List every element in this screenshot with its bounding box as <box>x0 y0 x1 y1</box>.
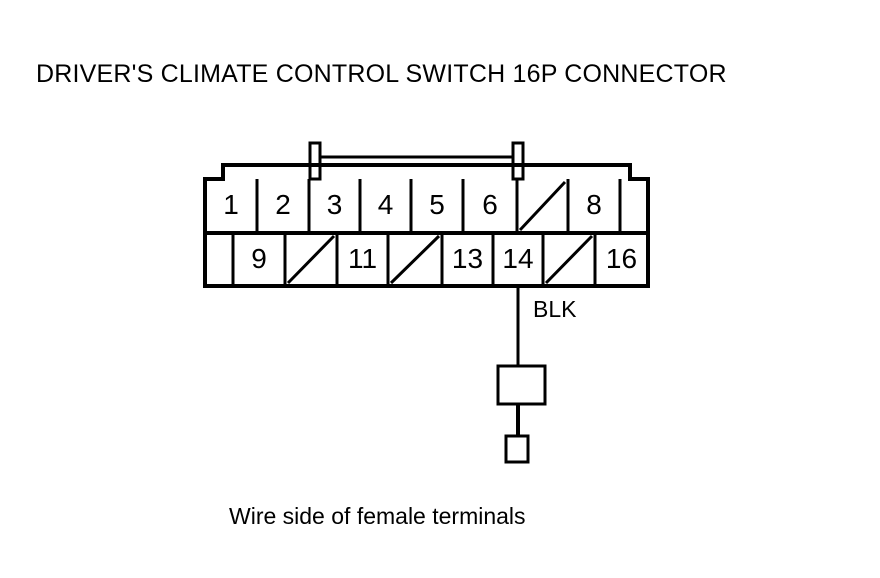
pin-number-14: 14 <box>502 242 534 274</box>
pin-number-8: 8 <box>586 189 602 220</box>
pin-number-13: 13 <box>451 242 484 274</box>
pin-number-9: 9 <box>251 242 267 274</box>
blocked-cavity-slash <box>286 234 336 285</box>
pin-number-4: 4 <box>377 189 394 220</box>
pin-number-3: 3 <box>326 189 343 220</box>
blocked-cavity-slash <box>544 234 594 285</box>
pin-number-1: 1 <box>223 189 239 220</box>
pin-number-6: 6 <box>482 189 498 220</box>
terminal-cells <box>231 179 622 286</box>
connector-shell <box>203 163 650 288</box>
terminal-block-large <box>496 364 547 406</box>
blocked-cavity-slash <box>389 234 441 285</box>
locking-tab-left-post <box>308 141 322 181</box>
shell-outline <box>203 163 650 288</box>
locking-tab-right-post <box>511 141 525 181</box>
blocked-cavity-slash <box>518 180 567 232</box>
pin-number-11: 11 <box>347 242 378 274</box>
pin-number-2: 2 <box>275 189 291 220</box>
wire-and-terminals <box>496 286 547 464</box>
pin-number-5: 5 <box>429 189 445 220</box>
page-title: DRIVER'S CLIMATE CONTROL SWITCH 16P CONN… <box>36 60 727 88</box>
terminal-block-small <box>504 434 530 464</box>
locking-tab <box>308 141 525 181</box>
view-caption: Wire side of female terminals <box>229 503 526 529</box>
pin-number-16: 16 <box>605 242 638 274</box>
wire-color-label: BLK <box>533 296 577 322</box>
